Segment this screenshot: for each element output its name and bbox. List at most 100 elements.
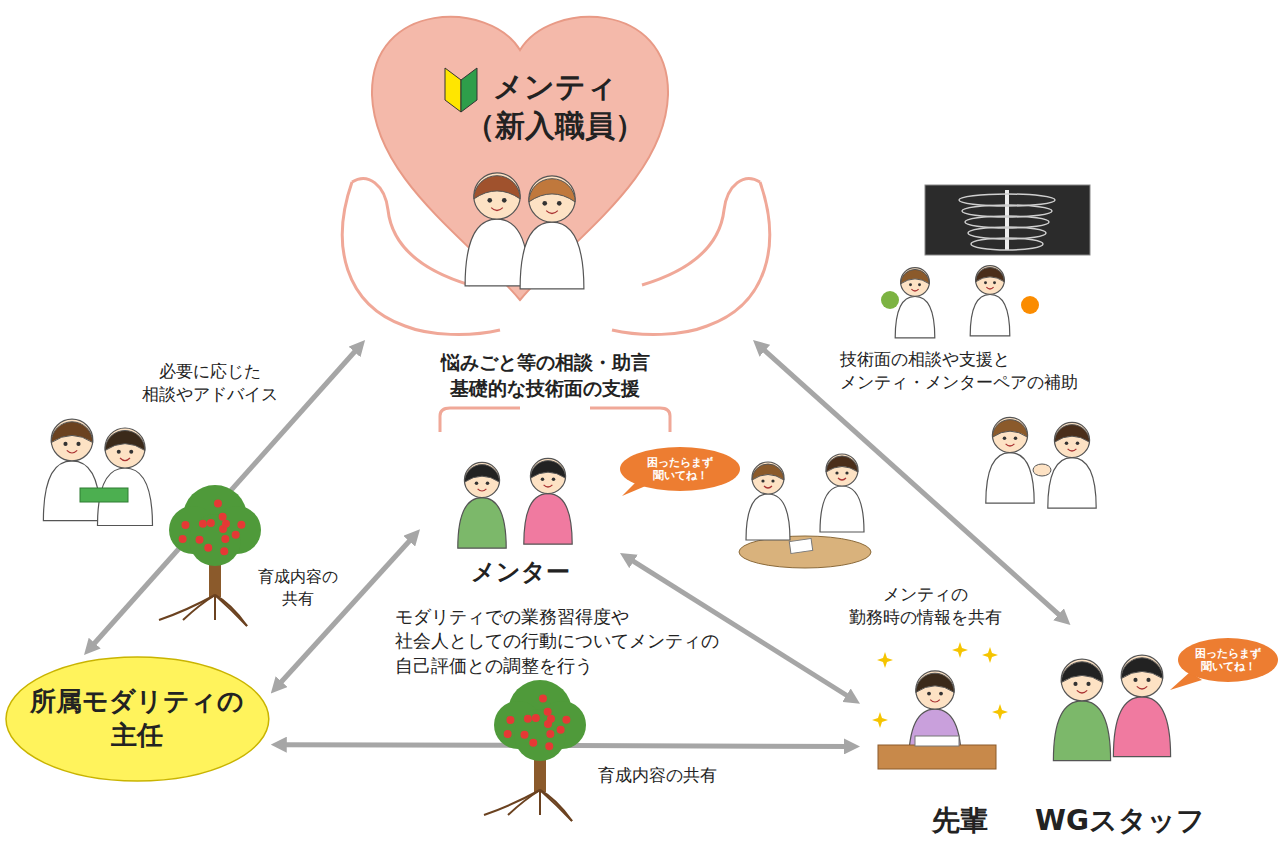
person-body <box>520 222 584 289</box>
apple <box>529 739 537 747</box>
apple <box>562 716 570 724</box>
person-eye <box>557 201 562 206</box>
person-figure <box>820 454 864 532</box>
edge-label: 必要に応じた 相談やアドバイス <box>142 360 278 406</box>
double-arrow <box>627 557 853 699</box>
handshake <box>1033 464 1051 476</box>
apple <box>221 535 229 543</box>
node-label: 先輩 <box>932 803 988 839</box>
person-body <box>1053 701 1110 761</box>
person-mouth <box>1077 690 1087 693</box>
person-figure <box>465 173 529 286</box>
person-hair <box>51 422 93 443</box>
sparkle <box>952 642 968 658</box>
person-mouth <box>544 485 553 487</box>
person-hair <box>826 456 858 472</box>
person-hair <box>752 464 784 480</box>
person-figure <box>98 428 153 526</box>
heart-group <box>342 17 769 335</box>
person-eye <box>761 479 764 482</box>
person-body <box>895 296 935 337</box>
person-eye <box>1146 678 1150 682</box>
person-mouth <box>1006 444 1015 446</box>
person-eye <box>993 281 996 284</box>
node-label: メンティ （新入職員） <box>465 67 645 145</box>
person-eye <box>1014 437 1018 441</box>
person-figure <box>895 268 935 338</box>
apple <box>199 520 207 528</box>
speech-bubble <box>620 447 740 491</box>
person-mouth <box>930 700 940 702</box>
double-arrow <box>276 535 414 687</box>
person-figure <box>970 266 1010 336</box>
table <box>739 536 871 568</box>
person-mouth <box>764 486 772 488</box>
open-book <box>915 736 959 746</box>
note-text: モダリティでの業務習得度や 社会人としての行動についてメンティの 自己評価との調… <box>395 605 719 678</box>
apple <box>546 730 554 738</box>
person-hair <box>529 179 575 202</box>
person-figure <box>520 176 584 289</box>
person-eye <box>117 450 121 454</box>
sparkle <box>982 647 998 663</box>
ellipse-node: 所属モダリティの 主任 <box>4 655 271 783</box>
book <box>80 488 128 502</box>
person-hair <box>464 465 499 483</box>
question-mark-badge <box>881 291 899 309</box>
person-eye <box>486 482 490 486</box>
xray-rib <box>971 238 1043 250</box>
apple <box>179 535 187 543</box>
person-eye <box>487 198 492 203</box>
node-label: WGスタッフ <box>1035 803 1205 839</box>
person-eye <box>1086 682 1090 686</box>
person-hair <box>1054 425 1089 443</box>
person-hair <box>105 431 145 451</box>
person-figure <box>746 462 790 540</box>
person-body <box>986 453 1034 504</box>
figure-node: メンター <box>420 435 620 592</box>
person-hair <box>901 269 930 283</box>
person-head <box>105 428 145 468</box>
person-mouth <box>911 289 918 291</box>
desk <box>878 745 996 769</box>
person-eye <box>76 442 80 446</box>
apple <box>237 521 245 529</box>
apple <box>219 513 227 521</box>
person-eye <box>771 479 774 482</box>
xray-spine <box>1005 190 1009 250</box>
person-figure <box>524 458 572 544</box>
person-head <box>530 458 565 493</box>
tree-root <box>159 595 215 620</box>
person-figure <box>43 419 100 520</box>
person-hair <box>916 673 954 692</box>
person-eye <box>927 692 931 696</box>
person-eye <box>1065 442 1069 446</box>
apple <box>524 715 532 723</box>
tree-root <box>484 790 540 815</box>
heart-node: メンティ （新入職員） <box>330 5 780 340</box>
person-head <box>474 173 520 219</box>
person-mouth <box>67 450 77 453</box>
person-body <box>458 498 506 549</box>
person-figure <box>458 462 506 548</box>
tree-root <box>214 595 216 620</box>
person-eye <box>475 482 479 486</box>
person-body <box>524 494 572 545</box>
apple <box>521 731 529 739</box>
ellipse-shape <box>6 657 269 781</box>
heart-shape <box>372 17 668 300</box>
xray-rib <box>959 194 1055 206</box>
tree-root <box>215 595 247 626</box>
person-eye <box>909 283 912 286</box>
apple <box>204 544 212 552</box>
person-hair <box>1121 658 1163 679</box>
person-hair <box>976 267 1005 281</box>
person-eye <box>984 281 987 284</box>
apple <box>506 716 514 724</box>
sparkle <box>992 704 1008 720</box>
person-hair <box>992 420 1027 438</box>
person-body <box>1113 697 1170 757</box>
speech-bubble-text: 困ったらまず 聞いてね！ <box>1195 647 1261 673</box>
